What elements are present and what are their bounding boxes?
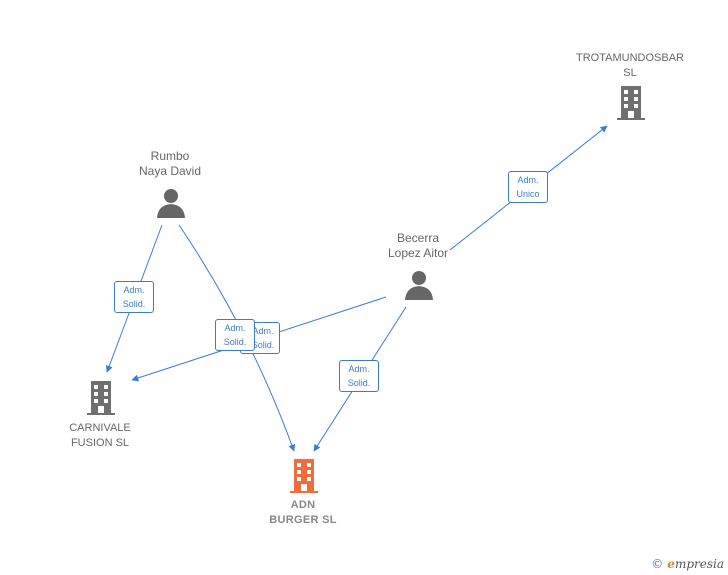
relation-line2: Unico xyxy=(516,189,540,199)
node-name-line1: TROTAMUNDOSBAR xyxy=(576,52,684,64)
relation-label-becerra-adn[interactable]: Adm. Solid. xyxy=(339,360,379,392)
relation-line1: Adm. xyxy=(517,175,539,185)
relation-line1: Adm. xyxy=(348,364,370,374)
node-label-rumbo-naya-david[interactable]: Rumbo Naya David xyxy=(139,149,201,179)
relation-line1: Adm. xyxy=(123,285,145,295)
node-name-line1: ADN xyxy=(290,499,316,511)
brand-first-letter: e xyxy=(667,557,675,571)
relation-line2: Solid. xyxy=(223,337,247,347)
node-name-line2: FUSION SL xyxy=(70,437,130,449)
node-name-line2: BURGER SL xyxy=(269,514,337,526)
brand-name-rest: mpresia xyxy=(674,557,724,571)
relation-line1: Adm. xyxy=(224,323,246,333)
node-name-line2: Lopez Aitor xyxy=(387,246,449,260)
relation-line2: Solid. xyxy=(122,299,146,309)
building-icon[interactable] xyxy=(615,86,647,120)
node-name-line1: Rumbo xyxy=(150,149,190,163)
node-name-line1: Becerra xyxy=(396,231,440,245)
brand-logo: ©empresia xyxy=(651,557,724,571)
copyright-icon: © xyxy=(651,557,664,571)
relation-label-becerra-trotamundosbar[interactable]: Adm. Unico xyxy=(508,171,548,203)
person-icon[interactable] xyxy=(404,270,434,300)
building-icon-focus[interactable] xyxy=(288,459,320,493)
node-name-line2: SL xyxy=(623,67,637,79)
node-name-line2: Naya David xyxy=(138,164,202,178)
node-label-trotamundosbar[interactable]: TROTAMUNDOSBAR SL xyxy=(576,51,684,81)
building-icon[interactable] xyxy=(85,381,117,415)
relation-label-rumbo-adn[interactable]: Adm. Solid. xyxy=(215,319,255,351)
node-label-carnivale-fusion[interactable]: CARNIVALE FUSION SL xyxy=(69,421,131,451)
relation-line2: Solid. xyxy=(347,378,371,388)
node-name-line1: CARNIVALE xyxy=(69,422,131,434)
relation-label-rumbo-carnivale[interactable]: Adm. Solid. xyxy=(114,281,154,313)
person-icon[interactable] xyxy=(156,188,186,218)
node-label-becerra-lopez-aitor[interactable]: Becerra Lopez Aitor xyxy=(388,231,448,261)
relation-line1: Adm. xyxy=(252,326,274,336)
relation-line2: Solid. xyxy=(251,340,275,350)
node-label-adn-burger[interactable]: ADN BURGER SL xyxy=(269,498,336,528)
